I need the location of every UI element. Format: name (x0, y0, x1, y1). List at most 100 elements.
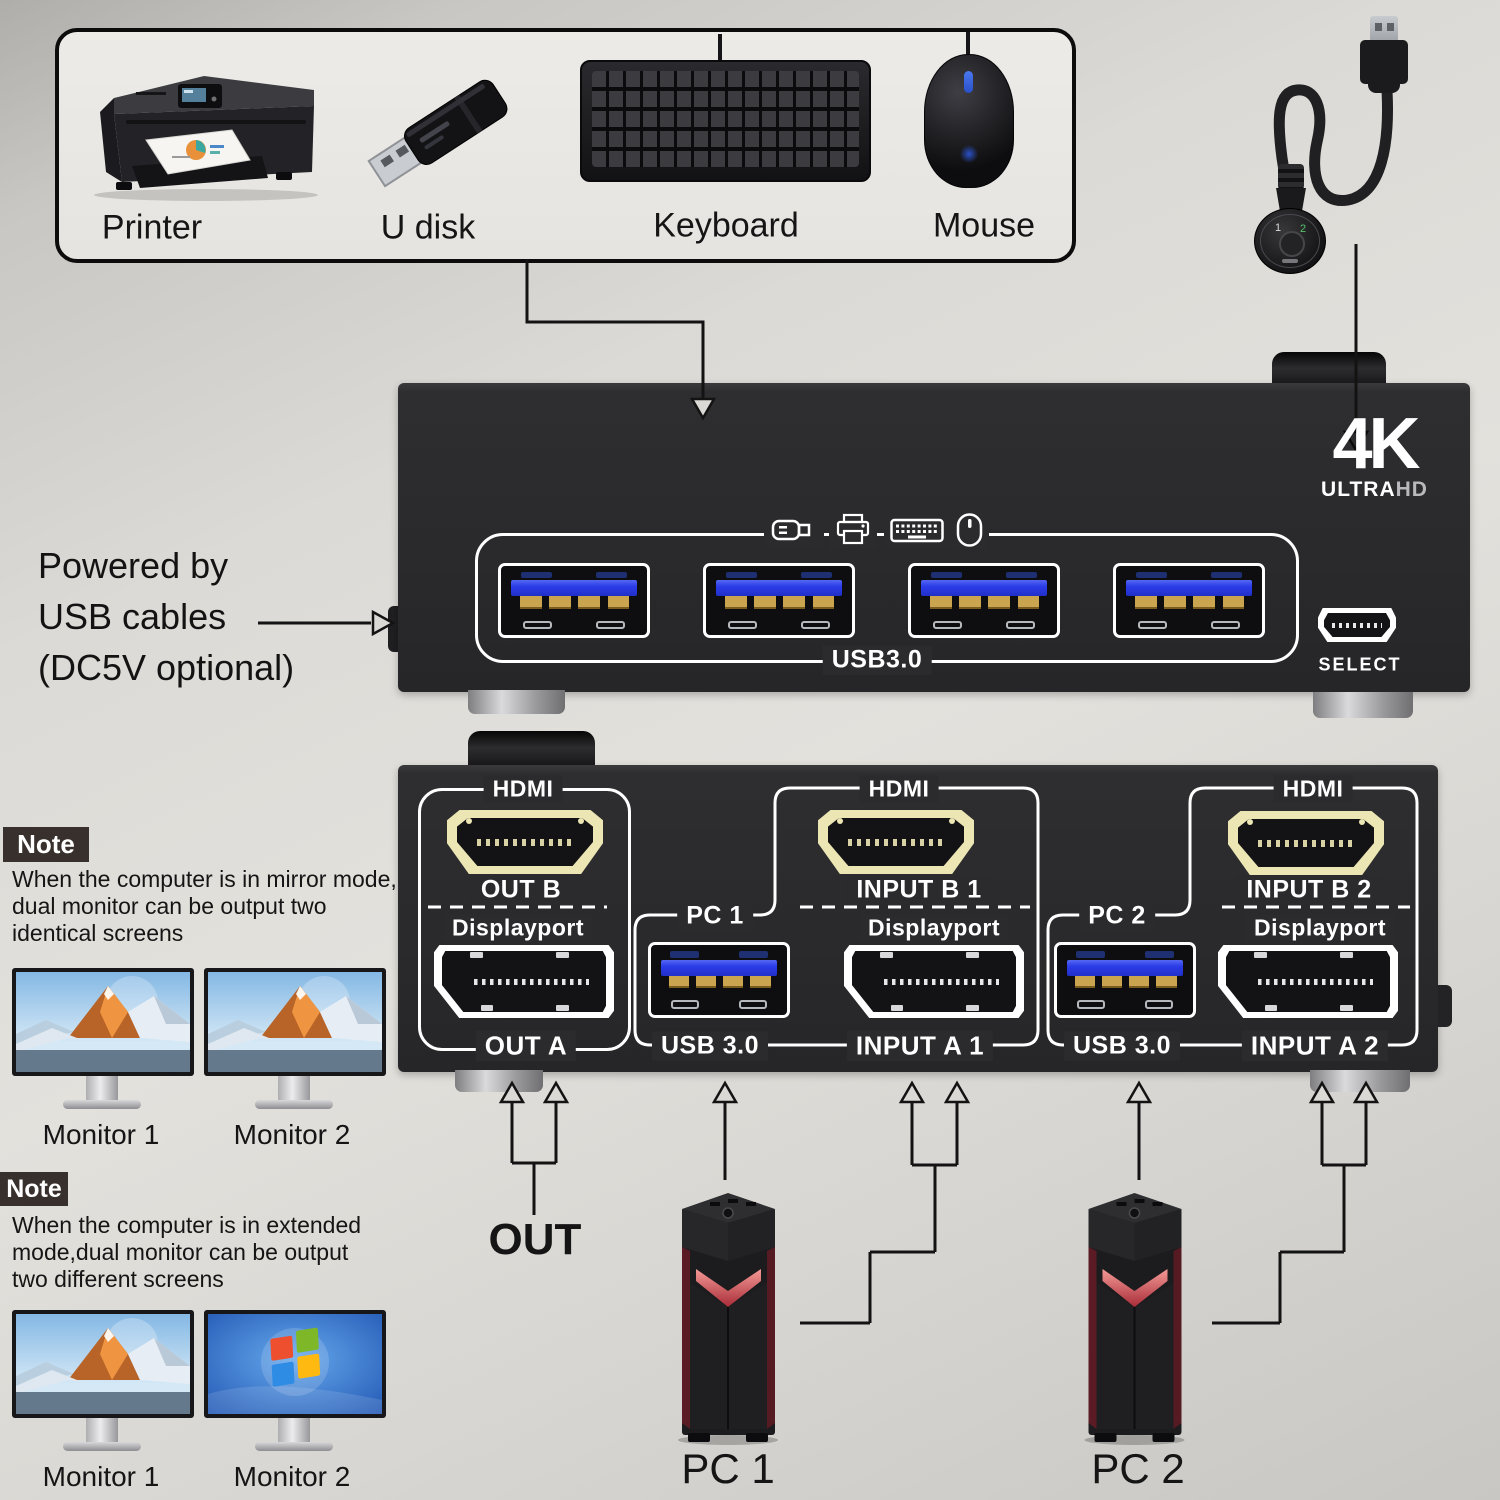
usb-tip-hole (1387, 23, 1394, 31)
dp-notch (1264, 1004, 1278, 1012)
usb-contact (1129, 975, 1150, 989)
printer-icon (829, 511, 877, 548)
dp-notch (890, 1004, 904, 1012)
out-caption: OUT (488, 1215, 582, 1264)
input-a2-label: INPUT A 2 (1241, 1030, 1389, 1062)
up-arrow-icon (898, 1080, 926, 1104)
displayport-out-a-port (434, 945, 614, 1018)
hdmi-post (836, 818, 843, 825)
monitor-stand (278, 1418, 310, 1442)
usb-tongue (660, 959, 778, 976)
usb-slot (1076, 950, 1105, 958)
usb-slot (1005, 571, 1037, 579)
usb-contact (1156, 975, 1177, 989)
usb-tongue (921, 580, 1047, 597)
dp-notch (966, 951, 979, 959)
hdmi-label-out: HDMI (483, 775, 563, 803)
hdmi-input-b2-port (1228, 811, 1384, 875)
displayport-input-a2-port (1218, 945, 1398, 1018)
pc1-tower-image (678, 1193, 778, 1445)
pc2-tower-image (1084, 1193, 1185, 1445)
keyboard-image (580, 60, 871, 182)
remote-cable (1273, 70, 1393, 213)
front-device-foot-left (455, 1070, 543, 1092)
usb-slot (522, 620, 553, 629)
power-note-line1: Powered by (38, 545, 229, 586)
input-b2-label: INPUT B 2 (1237, 875, 1381, 905)
usb-slot (931, 571, 963, 579)
remote-usb-plug (1360, 40, 1408, 84)
pc2-input2-bracket (1046, 786, 1419, 1047)
mouse-cable (966, 32, 970, 60)
usb-slot (739, 1000, 767, 1009)
usb3-port-2 (703, 563, 855, 638)
pc1-usb-port (648, 942, 790, 1018)
logo-4k-ultrahd: 4K ULTRAHD (1292, 408, 1457, 502)
usb-slot (1005, 620, 1036, 629)
hdmi-out-b-port (447, 810, 603, 874)
top-device-foot-left (468, 690, 565, 714)
usb-contact (1222, 596, 1245, 609)
up-arrow-icon (1125, 1080, 1153, 1104)
hdmi-pins (1257, 839, 1355, 847)
usb-slot (726, 571, 758, 579)
printer-label: Printer (101, 208, 203, 247)
hdmi-post (949, 818, 956, 825)
remote-switch-button[interactable]: 1 2 (1254, 208, 1326, 274)
input-b1-label: INPUT B 1 (847, 875, 991, 905)
dp-notch (556, 951, 569, 959)
hdmi-label-input1: HDMI (859, 775, 939, 803)
logo-ultrahd: ULTRAHD (1292, 478, 1457, 502)
usb30-label-pc1: USB 3.0 (652, 1031, 768, 1061)
up-arrow-icon (542, 1080, 570, 1104)
note-extended-badge: Note (0, 1172, 68, 1206)
pc1-caption: PC 1 (681, 1445, 775, 1492)
monitor2-mirror-label: Monitor 2 (233, 1119, 351, 1150)
peripherals-box: Printer U disk Keyboard Mouse (55, 28, 1076, 263)
usb-contact (668, 975, 690, 989)
usb-contact (812, 596, 835, 609)
up-arrow-icon (943, 1080, 971, 1104)
up-arrow-icon (711, 1080, 739, 1104)
dp-pins (473, 978, 589, 985)
remote-ring (1260, 214, 1320, 268)
dp-pins (883, 978, 999, 985)
input-a1-label: INPUT A 1 (846, 1030, 994, 1062)
remote-usb-tip (1370, 16, 1398, 42)
monitor2-extended (204, 1310, 386, 1418)
mouse-image (924, 54, 1014, 188)
remote-port1-label: 1 (1275, 222, 1282, 234)
note-extended-line1: When the computer is in extended (12, 1212, 362, 1238)
displayport-input-a1-port (844, 945, 1024, 1018)
power-note-line3: (DC5V optional) (38, 647, 295, 688)
select-port (1318, 608, 1396, 642)
dp-pins (1257, 978, 1373, 985)
dp-notch (1254, 951, 1267, 959)
usb-contact (519, 596, 542, 609)
keyboard-cable (718, 34, 722, 64)
note-mirror-line2: dual monitor can be output two (12, 893, 327, 919)
usb-contact (754, 596, 777, 609)
down-arrow-icon (1342, 430, 1370, 453)
mouse-icon (950, 510, 989, 550)
remote-press-button[interactable] (1279, 231, 1305, 257)
note-mirror-text: When the computer is in mirror mode, dua… (12, 866, 397, 947)
pc1-input-lines (800, 1102, 959, 1325)
power-note: Powered by USB cables (DC5V optional) (38, 540, 294, 693)
usb-contact (1134, 596, 1157, 609)
usb-tip-hole (1375, 23, 1382, 31)
mouse-logo (960, 145, 978, 163)
usb-contact (1193, 596, 1216, 609)
usb-slot (671, 1000, 699, 1009)
usb-contact (1074, 975, 1096, 989)
up-arrow-icon (1352, 1080, 1380, 1104)
usb-slot (595, 571, 627, 579)
remote-logo (1282, 259, 1298, 263)
usb-tongue (716, 580, 842, 597)
usb-slot (1145, 1000, 1173, 1009)
up-arrow-icon (1308, 1080, 1336, 1104)
dp-notch (470, 951, 483, 959)
usb-slot (800, 620, 831, 629)
usb-slot (800, 571, 832, 579)
